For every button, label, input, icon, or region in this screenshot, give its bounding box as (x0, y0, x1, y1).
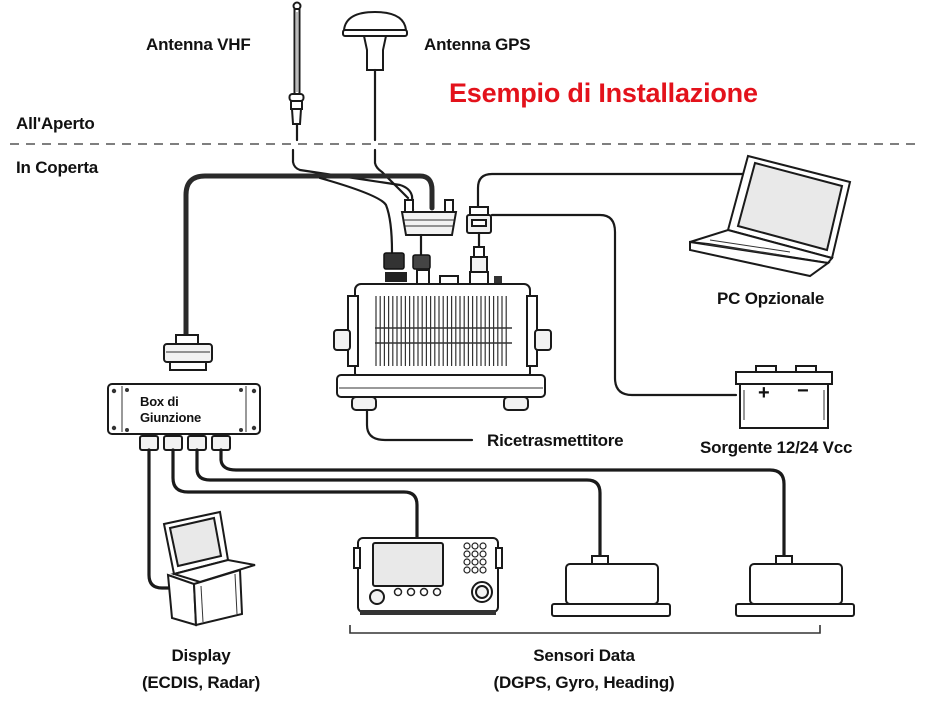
battery-minus-sign: − (797, 380, 809, 402)
vhf-antenna-label: Antenna VHF (146, 35, 251, 54)
keypad-button (479, 542, 487, 550)
serial-connector-icon (466, 206, 492, 274)
function-button (432, 587, 442, 597)
keypad-button (471, 550, 479, 558)
sensor-unit-icon (735, 555, 855, 617)
sensor1-cable (171, 448, 419, 540)
display-console-icon (162, 510, 256, 627)
sensor-unit-icon (551, 555, 671, 617)
gps-cable (373, 148, 410, 200)
pc-label: PC Opzionale (717, 289, 825, 308)
sensors-bracket (349, 625, 821, 634)
pc-cable (476, 172, 747, 210)
keypad-button (471, 566, 479, 574)
function-button (419, 587, 429, 597)
transceiver-icon (333, 269, 552, 411)
power-cable (490, 213, 738, 397)
keypad-button (479, 558, 487, 566)
gps-antenna-icon (342, 10, 408, 142)
transceiver-label-leader (365, 408, 474, 442)
plug-connectors-icon (383, 252, 431, 270)
keypad-button (463, 566, 471, 574)
display-label-line2: (ECDIS, Radar) (141, 673, 261, 692)
laptop-icon (689, 154, 852, 278)
keypad-button (463, 550, 471, 558)
keypad-button (479, 566, 487, 574)
junction-to-transceiver-cable (183, 173, 435, 343)
vhf-cable (291, 148, 415, 212)
display-cable (147, 448, 172, 590)
junction-box-label-line2: Giunzione (140, 410, 202, 425)
keypad-button (471, 542, 479, 550)
transceiver-label: Ricetrasmettitore (487, 431, 624, 450)
junction-box-label-line1: Box di (140, 394, 179, 409)
power-source-label: Sorgente 12/24 Vcc (700, 438, 853, 457)
sensors-label-line1: Sensori Data (533, 646, 635, 665)
zone-label-indoor: In Coperta (16, 158, 99, 177)
display-label-line1: Display (171, 646, 231, 665)
battery-plus-sign: + (758, 382, 770, 404)
function-button (406, 587, 416, 597)
keypad-button (463, 542, 471, 550)
keypad-button (463, 558, 471, 566)
battery-icon (735, 365, 833, 429)
keypad-button (471, 558, 479, 566)
sensor-display-unit-icon (353, 537, 503, 615)
vhf-antenna-icon (288, 1, 305, 142)
function-button (393, 587, 403, 597)
db-connector-icon (400, 199, 458, 260)
junction-box-icon (107, 334, 261, 451)
keypad-button (479, 550, 487, 558)
sensor2-cable (195, 448, 602, 560)
sensor3-cable (219, 448, 786, 560)
zone-label-outdoor: All'Aperto (16, 114, 95, 133)
aux-cable (318, 176, 394, 254)
sensors-label-line2: (DGPS, Gyro, Heading) (493, 673, 675, 692)
gps-antenna-label: Antenna GPS (424, 35, 531, 54)
diagram-title: Esempio di Installazione (449, 78, 758, 108)
